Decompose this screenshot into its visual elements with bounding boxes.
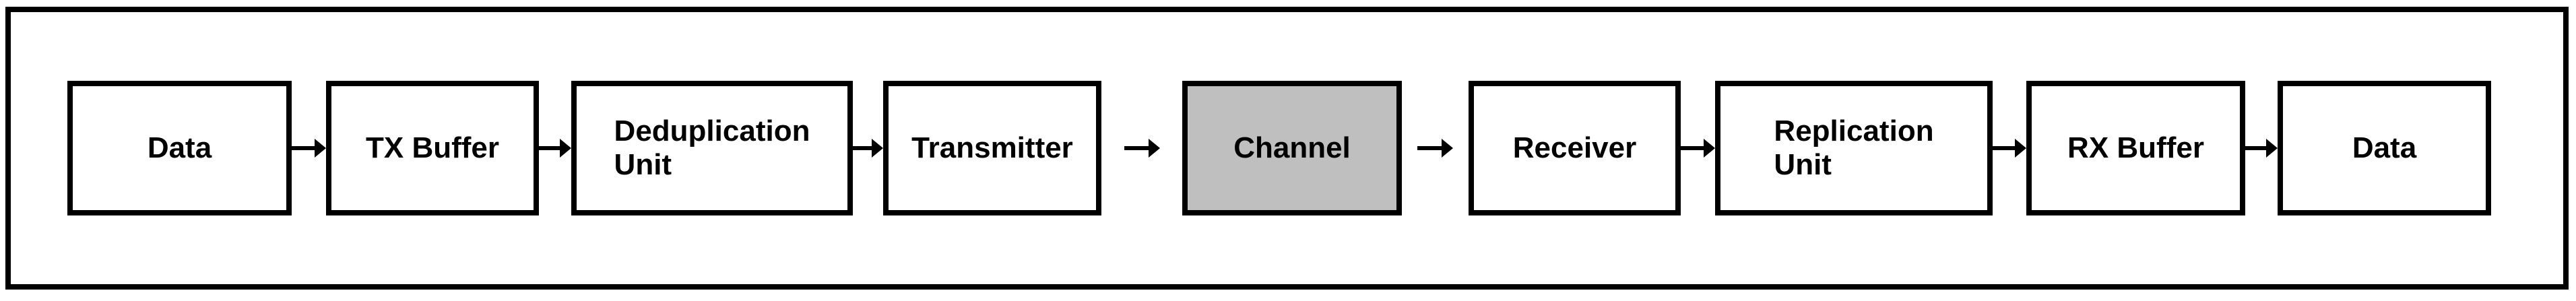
pipeline-flow: Data TX Buffer Deduplication Unit [11,12,2563,284]
arrow-deduplication-to-transmitter-icon [853,138,883,158]
arrow-head [1704,139,1715,158]
arrow-rx-buffer-to-data-icon [2245,138,2278,158]
node-rx-buffer-label: RX Buffer [2067,131,2204,164]
node-data-source: Data [67,81,292,215]
arrow-shaft [1417,146,1442,150]
node-transmitter: Transmitter [883,81,1101,215]
arrow-head [872,139,883,158]
node-channel-label: Channel [1233,131,1351,164]
arrow-shaft [292,146,315,150]
arrow-channel-to-receiver-icon [1402,138,1469,158]
node-data-sink: Data [2278,81,2491,215]
arrow-data-to-tx-buffer-icon [292,138,326,158]
arrow-shaft [853,146,872,150]
arrow-head [1442,139,1453,158]
arrow-transmitter-to-channel-icon [1101,138,1182,158]
label-line-2: Unit [614,148,672,181]
node-rx-buffer: RX Buffer [2026,81,2245,215]
node-deduplication-unit: Deduplication Unit [571,81,853,215]
arrow-replication-to-rx-buffer-icon [1993,138,2026,158]
arrow-shaft [1681,146,1704,150]
node-receiver-label: Receiver [1512,131,1637,164]
label-line-1: Deduplication [614,114,810,147]
arrow-shaft [539,146,560,150]
node-data-source-label: Data [147,131,212,164]
arrow-head [1148,139,1160,158]
arrow-head [560,139,571,158]
node-receiver: Receiver [1469,81,1681,215]
label-line-2: Unit [1774,148,1832,181]
node-channel: Channel [1182,81,1402,215]
node-replication-unit: Replication Unit [1715,81,1993,215]
arrow-head [2266,139,2278,158]
node-data-sink-label: Data [2352,131,2417,164]
node-replication-unit-label: Replication Unit [1774,114,1933,182]
arrow-receiver-to-replication-icon [1681,138,1715,158]
arrow-shaft [2245,146,2267,150]
diagram-outer-border: Data TX Buffer Deduplication Unit [5,7,2569,290]
arrow-shaft [1124,146,1149,150]
node-transmitter-label: Transmitter [911,131,1073,164]
node-deduplication-unit-label: Deduplication Unit [614,114,810,182]
arrow-head [315,139,326,158]
arrow-tx-buffer-to-deduplication-icon [539,138,571,158]
node-tx-buffer: TX Buffer [326,81,539,215]
label-line-1: Replication [1774,114,1934,147]
arrow-shaft [1993,146,2016,150]
node-tx-buffer-label: TX Buffer [366,131,499,164]
arrow-head [2015,139,2026,158]
